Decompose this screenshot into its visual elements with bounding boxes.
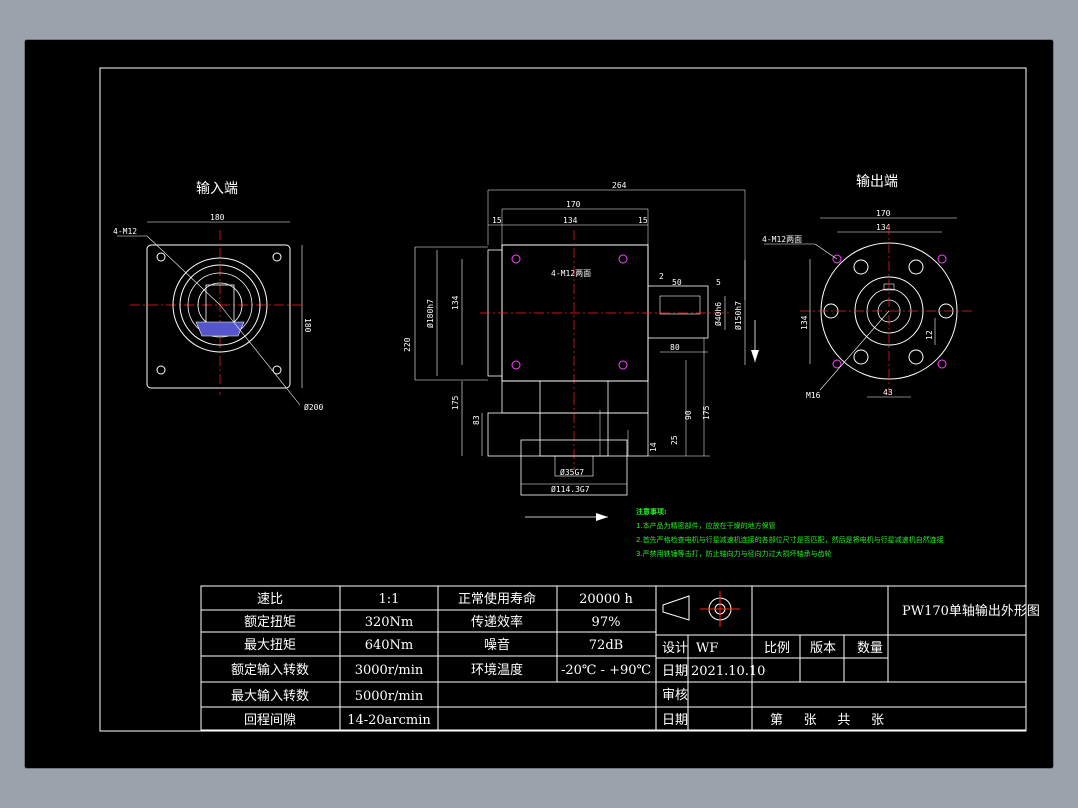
svg-text:15: 15 (492, 216, 502, 225)
svg-text:M16: M16 (806, 391, 821, 400)
svg-text:版本: 版本 (810, 641, 836, 656)
spec-cell: 5000r/min (355, 689, 424, 704)
svg-text:15: 15 (638, 216, 648, 225)
svg-text:Ø35G7: Ø35G7 (560, 467, 584, 477)
spec-cell: 1:1 (379, 592, 400, 607)
drawing-date: 2021.10.10 (691, 664, 765, 679)
svg-text:264: 264 (612, 181, 627, 190)
svg-text:日期: 日期 (662, 664, 688, 679)
notes-title: 注意事项: (636, 507, 667, 516)
svg-text:4-M12两面: 4-M12两面 (762, 235, 802, 244)
drawing-title: PW170单轴输出外形图 (902, 603, 1040, 619)
svg-text:220: 220 (403, 337, 412, 352)
spec-cell: 640Nm (365, 638, 414, 653)
svg-text:180: 180 (303, 318, 312, 333)
spec-cell: 回程间隙 (244, 713, 296, 728)
spec-cell: 320Nm (365, 615, 414, 630)
note-line-3: 3.严禁用铁锤等击打，防止轴向力与径向力过大损坏轴承与齿轮 (636, 549, 832, 558)
svg-text:第 张 共 张: 第 张 共 张 (770, 713, 884, 728)
svg-text:175: 175 (702, 405, 711, 420)
drawing-window (25, 40, 1053, 768)
svg-text:170: 170 (566, 200, 581, 209)
notes-block: 注意事项: 1.本产品为精密部件，应放在干燥的地方保管 2.首先严格检查电机与行… (636, 507, 944, 558)
svg-text:WF: WF (696, 641, 718, 656)
svg-text:Ø200: Ø200 (304, 402, 323, 412)
svg-text:43: 43 (883, 388, 893, 397)
svg-text:4-M12: 4-M12 (113, 227, 137, 236)
svg-text:83: 83 (472, 415, 481, 425)
spec-cell: 传递效率 (471, 614, 523, 630)
svg-text:5: 5 (716, 278, 721, 287)
svg-text:审核: 审核 (662, 688, 688, 703)
svg-text:12: 12 (925, 330, 934, 340)
drawing-border (99, 67, 1027, 732)
svg-text:Ø40h6: Ø40h6 (713, 302, 723, 326)
spec-cell: 97% (592, 615, 621, 630)
svg-text:134: 134 (800, 315, 809, 330)
spec-cell: 额定输入转数 (231, 662, 309, 678)
svg-text:设计: 设计 (662, 641, 688, 656)
svg-text:Ø114.3G7: Ø114.3G7 (551, 484, 590, 494)
svg-text:2: 2 (659, 272, 664, 281)
input-view-title: 输入端 (196, 181, 238, 197)
svg-text:25: 25 (670, 435, 679, 445)
spec-cell: 正常使用寿命 (458, 591, 536, 607)
title-block (655, 585, 1027, 731)
note-line-2: 2.首先严格检查电机与行星减速机连接的各部位尺寸是否匹配，然后是将电机与行星减速… (636, 535, 944, 544)
svg-text:90: 90 (684, 410, 693, 420)
output-view-title: 输出端 (856, 174, 898, 190)
spec-cell: 速比 (257, 592, 283, 607)
output-end-view: 输出端 170 134 4-M12两面 134 12 M16 43 (762, 174, 975, 400)
spec-cell: 噪音 (484, 637, 510, 653)
spec-cell: 14-20arcmin (347, 713, 431, 728)
spec-cell: 额定扭矩 (244, 615, 296, 630)
spec-table (200, 585, 657, 731)
spec-cell: 20000 h (579, 592, 633, 607)
svg-text:80: 80 (670, 343, 680, 352)
svg-text:134: 134 (876, 223, 891, 232)
spec-cell: -20℃ - +90℃ (561, 663, 651, 678)
svg-text:日期: 日期 (662, 713, 688, 728)
svg-text:170: 170 (876, 209, 891, 218)
svg-text:50: 50 (672, 278, 682, 287)
spec-cell: 3000r/min (355, 663, 424, 678)
svg-text:175: 175 (451, 395, 460, 410)
title-block-text: PW170单轴输出外形图 设计 WF 比例 版本 数量 日期 2021.10.1… (662, 603, 1040, 728)
svg-text:比例: 比例 (764, 641, 790, 656)
svg-text:134: 134 (563, 216, 578, 225)
svg-text:Ø180h7: Ø180h7 (425, 299, 435, 328)
input-end-view: 输入端 180 180 4-M12 Ø200 (113, 181, 323, 412)
spec-cell: 最大输入转数 (231, 688, 309, 704)
spec-cell: 最大扭矩 (244, 638, 296, 653)
spec-cell: 72dB (589, 638, 623, 653)
svg-text:180: 180 (210, 213, 225, 222)
svg-text:4-M12两面: 4-M12两面 (551, 269, 591, 278)
note-line-1: 1.本产品为精密部件，应放在干燥的地方保管 (636, 521, 776, 530)
svg-text:数量: 数量 (857, 641, 883, 656)
svg-text:Ø150h7: Ø150h7 (733, 301, 743, 330)
side-view: 264 170 15 134 15 4-M12两面 2 50 5 220 (403, 181, 759, 521)
svg-text:134: 134 (451, 295, 460, 310)
spec-table-text: 速比 1:1 正常使用寿命 20000 h 额定扭矩 320Nm 传递效率 97% 最大扭矩 64… (231, 591, 651, 728)
spec-cell: 环境温度 (471, 662, 523, 678)
svg-text:14: 14 (649, 442, 658, 452)
